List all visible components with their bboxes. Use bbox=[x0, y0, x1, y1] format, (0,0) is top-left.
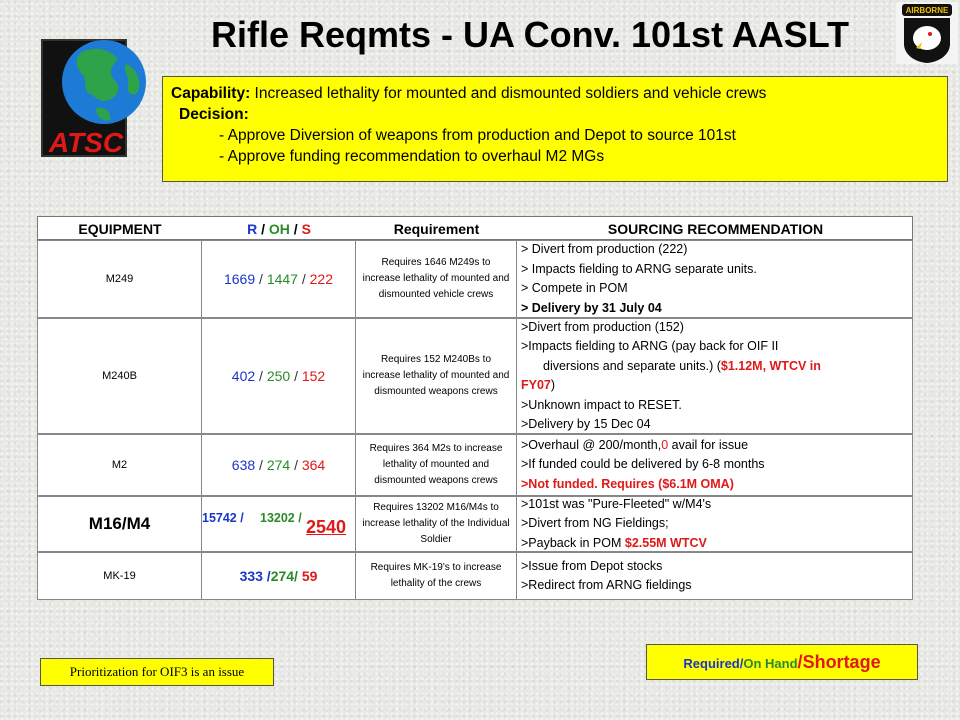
header-oh: OH bbox=[268, 221, 290, 237]
sourcing-line: >Impacts fielding to ARNG (pay back for … bbox=[521, 339, 779, 353]
sourcing-line: >Divert from NG Fieldings; bbox=[521, 516, 669, 531]
capability-line: Capability: Increased lethality for moun… bbox=[171, 83, 947, 104]
sourcing-line: > Delivery by 31 July 04 bbox=[521, 300, 662, 315]
airborne-patch-logo: AIRBORNE bbox=[896, 2, 958, 64]
sourcing-cost: $1.12M, WTCV in bbox=[720, 358, 821, 373]
decision-item: - Approve funding recommendation to over… bbox=[219, 148, 605, 165]
sourcing-line: > Impacts fielding to ARNG separate unit… bbox=[521, 261, 757, 276]
header-requirement: Requirement bbox=[393, 221, 480, 237]
sourcing-line: >If funded could be delivered by 6-8 mon… bbox=[521, 457, 765, 472]
oh-value: 13202 / bbox=[260, 511, 302, 525]
equipment-cell: M240B bbox=[38, 319, 202, 433]
sourcing-line: > Divert from production (222) bbox=[521, 242, 688, 256]
s-value: 2540 bbox=[306, 517, 347, 537]
header-sourcing: SOURCING RECOMMENDATION bbox=[607, 221, 824, 237]
atsc-logo: ATSC bbox=[41, 39, 146, 158]
table-header: EQUIPMENT R / OH / S Requirement SOURCIN… bbox=[37, 216, 913, 240]
sourcing-line: >Overhaul @ 200/month,0 avail for issue bbox=[521, 436, 765, 456]
capability-text: Increased lethality for mounted and dism… bbox=[250, 85, 767, 102]
sourcing-line: diversions and separate units.) ($1.12M,… bbox=[521, 357, 821, 377]
atsc-logo-text: ATSC bbox=[48, 127, 124, 158]
requirement-cell: Requires 364 M2s to increase lethality o… bbox=[356, 435, 517, 495]
equipment-cell: MK-19 bbox=[38, 553, 202, 599]
sourcing-line: FY07) bbox=[521, 376, 821, 396]
sourcing-cost: $2.55M WTCV bbox=[624, 535, 707, 550]
legend-shortage: Shortage bbox=[802, 652, 881, 672]
r-oh-s-cell: 1669 / 1447 / 222 bbox=[202, 241, 356, 317]
oh-value: 274/ bbox=[270, 568, 298, 584]
equipment-cell: M249 bbox=[38, 241, 202, 317]
oh-value: 274 bbox=[266, 457, 291, 473]
legend-box: Required/On Hand/Shortage bbox=[646, 644, 918, 680]
header-s: S bbox=[301, 221, 311, 237]
capability-label: Capability: bbox=[171, 85, 251, 102]
equipment-cell: M2 bbox=[38, 435, 202, 495]
sourcing-line: >Issue from Depot stocks bbox=[521, 558, 663, 573]
header-sep: / bbox=[257, 221, 269, 237]
sourcing-cost: FY07 bbox=[521, 378, 551, 392]
sourcing-text: ) bbox=[550, 378, 556, 392]
r-value: 333 / bbox=[239, 568, 271, 584]
sourcing-cell: >Divert from production (152) >Impacts f… bbox=[517, 319, 914, 433]
header-r: R bbox=[247, 221, 258, 237]
header-sep: / bbox=[289, 221, 302, 237]
avail-count: 0 bbox=[661, 437, 669, 452]
oh-value: 250 bbox=[266, 368, 291, 384]
capability-decision-box: Capability: Increased lethality for moun… bbox=[162, 76, 948, 182]
table-row: M2 638 / 274 / 364 Requires 364 M2s to i… bbox=[37, 434, 913, 496]
decision-item: - Approve Diversion of weapons from prod… bbox=[219, 127, 736, 144]
s-value: 364 bbox=[301, 457, 326, 473]
sourcing-line: >Redirect from ARNG fieldings bbox=[521, 578, 692, 592]
decision-label: Decision: bbox=[179, 106, 249, 123]
legend-on-hand: On Hand bbox=[743, 656, 798, 671]
r-oh-s-cell: 15742 / 13202 / 2540 bbox=[202, 497, 356, 551]
r-oh-s-cell: 638 / 274 / 364 bbox=[202, 435, 356, 495]
requirement-cell: Requires 1646 M249s to increase lethalit… bbox=[356, 241, 517, 317]
sourcing-cell: >Issue from Depot stocks >Redirect from … bbox=[517, 553, 914, 599]
requirement-cell: Requires MK-19's to increase lethality o… bbox=[356, 553, 517, 599]
s-value: 152 bbox=[301, 368, 326, 384]
sourcing-text: >Payback in POM bbox=[521, 535, 625, 550]
s-value: 59 bbox=[301, 568, 318, 584]
table-row: M16/M4 15742 / 13202 / 2540 Requires 132… bbox=[37, 496, 913, 552]
s-value: 222 bbox=[309, 271, 333, 287]
oh-value: 1447 bbox=[266, 271, 298, 287]
sourcing-text: avail for issue bbox=[668, 437, 749, 452]
sourcing-cell: >101st was "Pure-Fleeted" w/M4's >Divert… bbox=[517, 497, 914, 551]
sourcing-line: >Payback in POM $2.55M WTCV bbox=[521, 534, 711, 554]
sourcing-cell: >Overhaul @ 200/month,0 avail for issue … bbox=[517, 435, 914, 495]
r-oh-s-cell: 402 / 250 / 152 bbox=[202, 319, 356, 433]
r-value: 15742 / bbox=[202, 511, 244, 525]
page-title: Rifle Reqmts - UA Conv. 101st AASLT bbox=[210, 14, 850, 55]
sourcing-cell: > Divert from production (222) > Impacts… bbox=[517, 241, 914, 317]
header-equipment: EQUIPMENT bbox=[78, 221, 162, 237]
sourcing-line: >Divert from production (152) bbox=[521, 319, 684, 334]
table-row: MK-19 333 /274/ 59 Requires MK-19's to i… bbox=[37, 552, 913, 600]
sourcing-line: > Compete in POM bbox=[521, 281, 628, 295]
r-value: 1669 bbox=[223, 271, 256, 287]
equipment-cell: M16/M4 bbox=[38, 497, 202, 551]
requirement-cell: Requires 13202 M16/M4s to increase letha… bbox=[356, 497, 517, 551]
table-row: M240B 402 / 250 / 152 Requires 152 M240B… bbox=[37, 318, 913, 434]
r-oh-s-cell: 333 /274/ 59 bbox=[202, 553, 356, 599]
table-row: M249 1669 / 1447 / 222 Requires 1646 M24… bbox=[37, 240, 913, 318]
r-value: 402 bbox=[231, 368, 256, 384]
sourcing-text: diversions and separate units.) ( bbox=[543, 358, 721, 373]
airborne-tab-text: AIRBORNE bbox=[906, 6, 949, 15]
sourcing-line: >Unknown impact to RESET. bbox=[521, 397, 682, 412]
legend-required: Required/ bbox=[683, 656, 744, 671]
sourcing-line: >Delivery by 15 Dec 04 bbox=[521, 417, 651, 431]
requirement-cell: Requires 152 M240Bs to increase lethalit… bbox=[356, 319, 517, 433]
legend-slash: / bbox=[797, 652, 803, 672]
prioritization-note: Prioritization for OIF3 is an issue bbox=[40, 658, 274, 686]
sourcing-line: >Not funded. Requires ($6.1M OMA) bbox=[521, 476, 734, 491]
sourcing-line: >101st was "Pure-Fleeted" w/M4's bbox=[521, 496, 712, 511]
sourcing-text: >Overhaul @ 200/month, bbox=[521, 437, 662, 452]
r-value: 638 bbox=[231, 457, 256, 473]
header-r-oh-s: R / OH / S bbox=[202, 221, 356, 237]
